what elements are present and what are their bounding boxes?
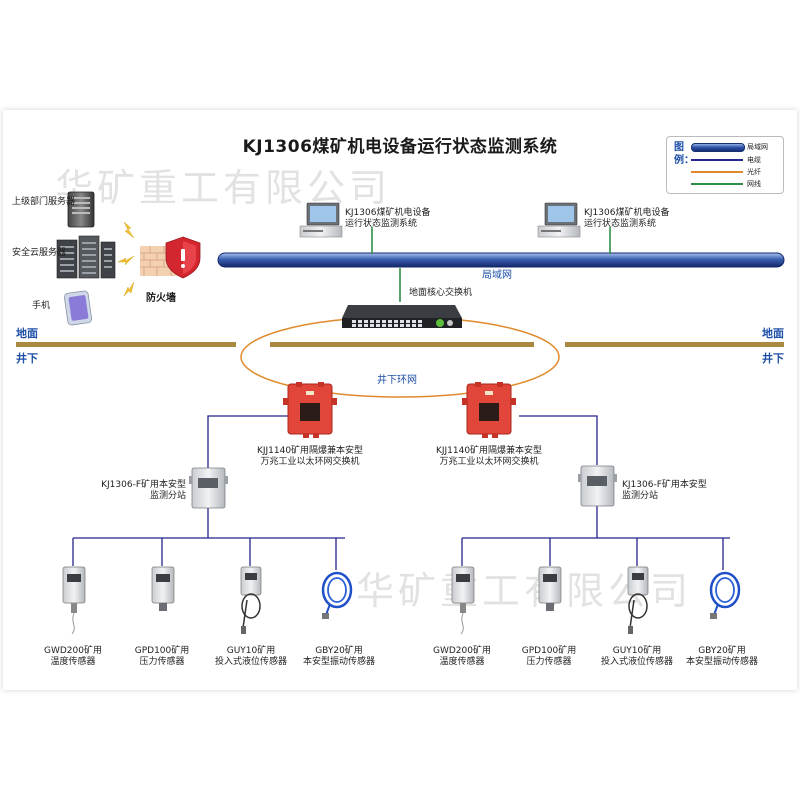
legend-item-cable: 电缆 [691,154,781,166]
legend-box: 图例： 局域网 电缆 光纤 网线 [666,136,784,194]
lightning-icon [123,221,135,239]
pressure-sensor-left-icon [151,566,175,611]
lightning-icon [117,255,135,266]
underground-label-left: 井下 [16,352,38,365]
substation-left-label-2: 监测分站 [149,491,186,501]
vibration-sensor-left-label-1: GBY20矿用 [315,646,363,656]
diagram-title: KJ1306煤矿机电设备运行状态监测系统 [242,137,558,157]
level-sensor-left-label-2: 投入式液位传感器 [214,657,287,667]
monitor-right-label-1: KJ1306煤矿机电设备 [584,208,670,218]
temperature-sensor-right-icon [451,566,475,635]
legend-heading: 图例： [674,142,694,166]
monitor-right-label-2: 运行状态监测系统 [584,219,657,229]
substation-right-label-1: KJ1306-F矿用本安型 [622,480,707,490]
net-line-icon [691,183,743,185]
lightning-icons [117,221,135,297]
substation-left-label-1: KJ1306-F矿用本安型 [101,480,186,490]
ring-switch-right-label-2: 万兆工业以太环网交换机 [439,457,539,467]
ground-line-left [16,342,236,347]
lan-label: 局域网 [482,270,512,281]
pressure-sensor-right-label-1: GPD100矿用 [521,646,577,656]
underground-label-right: 井下 [762,352,784,365]
level-sensor-right-label-2: 投入式液位传感器 [600,657,673,667]
vibration-sensor-left-icon [321,571,353,619]
cable-drops-right [461,538,724,570]
monitor-left-label-2: 运行状态监测系统 [345,219,418,229]
ring-label: 井下环网 [377,375,417,386]
pressure-sensor-left-label-1: GPD100矿用 [134,646,190,656]
legend-label-net: 网线 [747,180,761,188]
pressure-sensor-right-icon [538,566,562,611]
vibration-sensor-right-label-1: GBY20矿用 [698,646,746,656]
level-sensor-left-icon [240,566,262,634]
vibration-sensor-right-label-2: 本安型振动传感器 [685,657,758,667]
phone-icon [64,290,92,326]
temperature-sensor-left-label-2: 温度传感器 [50,657,96,667]
diagram-card [3,110,797,690]
cloud-server-label: 安全云服务器 [12,248,67,258]
fiber-line-icon [691,171,743,173]
legend-label-cable: 电缆 [747,156,761,164]
legend-label-lan: 局域网 [747,143,768,151]
temperature-sensor-left-label-1: GWD200矿用 [44,646,102,656]
legend-label-fiber: 光纤 [747,168,761,176]
ground-line-right [565,342,784,347]
cable-line-icon [691,159,743,161]
lan-line-icon [691,143,745,152]
lan-backbone-line [217,252,785,268]
legend-item-net: 网线 [691,178,781,190]
substation-left-icon [189,467,228,509]
core-switch-label: 地面核心交换机 [409,288,473,298]
firewall-icon [140,236,201,279]
ground-label-right: 地面 [762,327,784,340]
temperature-sensor-right-label-2: 温度传感器 [439,657,485,667]
ground-label-left: 地面 [16,327,38,340]
legend-item-lan: 局域网 [691,141,781,153]
pressure-sensor-left-label-2: 压力传感器 [139,657,185,667]
cable-lines [72,415,730,570]
monitor-workstation-left-icon [299,202,343,238]
core-switch-icon [342,305,462,328]
cable-ring-switch-left-to-substation [207,415,290,470]
upper-server-label: 上级部门服务器 [12,197,76,207]
level-sensor-right-label-1: GUY10矿用 [612,646,662,656]
monitor-workstation-right-icon [537,202,581,238]
cloud-server-icon [56,235,116,279]
level-sensor-right-icon [627,566,649,634]
ring-switch-left-icon [283,382,337,438]
legend-item-fiber: 光纤 [691,166,781,178]
pressure-sensor-right-label-2: 压力传感器 [526,657,572,667]
substation-right-label-2: 监测分站 [622,491,659,501]
lightning-icon [123,281,135,297]
temperature-sensor-right-label-1: GWD200矿用 [433,646,491,656]
level-sensor-left-label-1: GUY10矿用 [226,646,276,656]
phone-label: 手机 [32,301,51,311]
vibration-sensor-left-label-2: 本安型振动传感器 [302,657,375,667]
ring-switch-right-icon [462,382,516,438]
ring-switch-right-label-1: KJJ1140矿用隔爆兼本安型 [435,446,543,456]
ground-line-middle [270,342,534,347]
upper-server-icon [67,191,95,228]
cable-ring-switch-right-to-substation [519,415,598,465]
substation-right-icon [578,465,617,507]
monitor-left-label-1: KJ1306煤矿机电设备 [345,208,431,218]
watermark-top: 华矿重工有限公司 [55,166,392,210]
firewall-label: 防火墙 [146,293,176,304]
ring-switch-left-label-1: KJJ1140矿用隔爆兼本安型 [256,446,364,456]
vibration-sensor-right-icon [709,571,741,619]
ring-switch-left-label-2: 万兆工业以太环网交换机 [260,457,360,467]
cable-drops-left [72,538,337,570]
temperature-sensor-left-icon [62,566,86,635]
